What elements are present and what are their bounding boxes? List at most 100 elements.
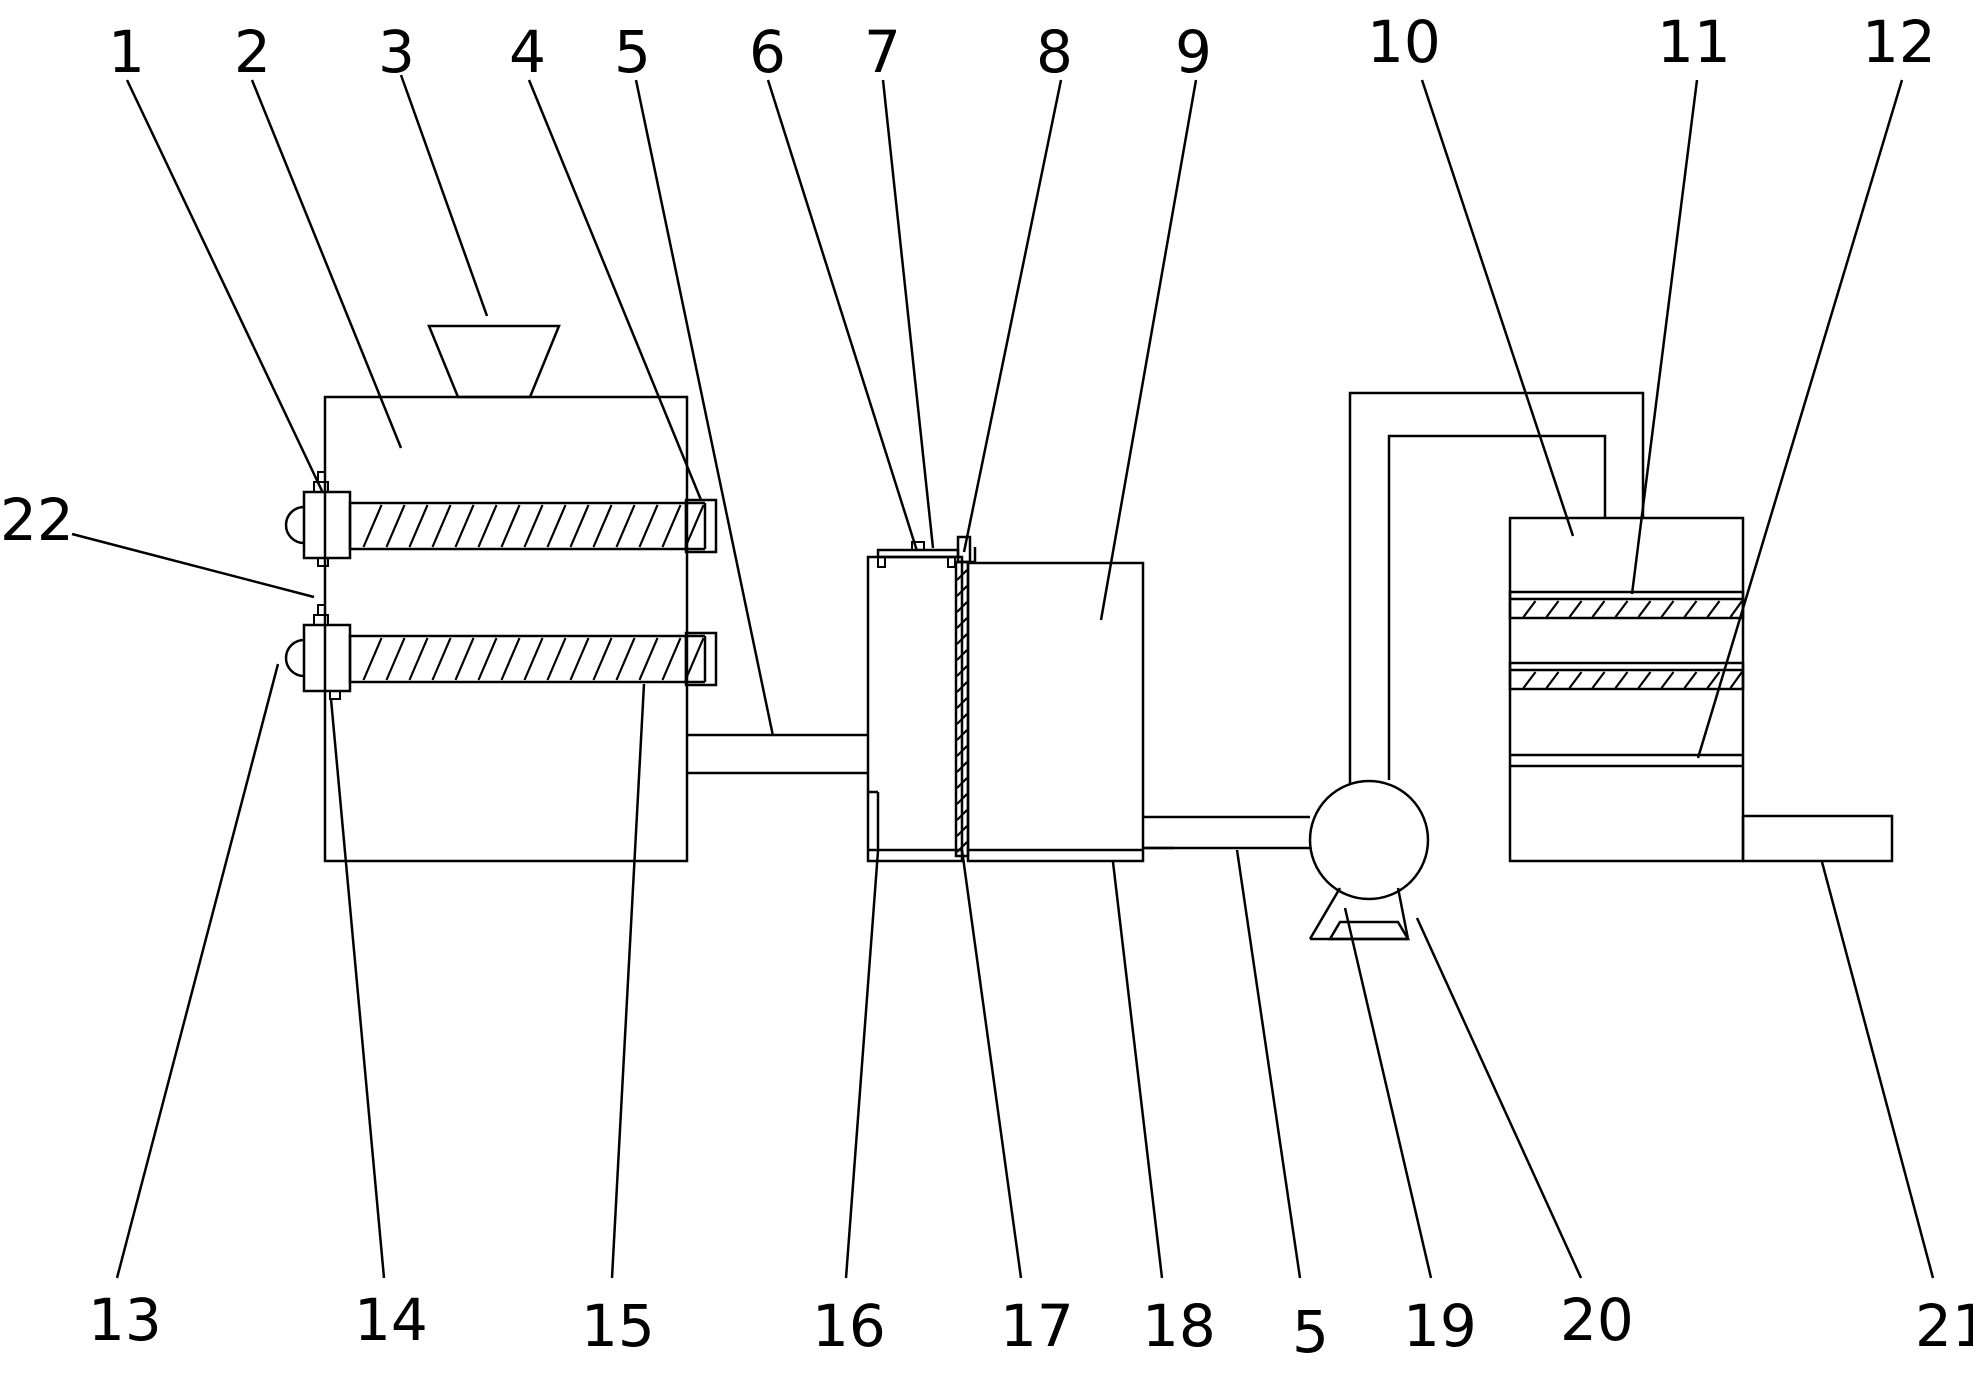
hatch-line: [408, 637, 429, 681]
hatch-line: [385, 637, 406, 681]
label-12: 12: [1862, 8, 1936, 76]
leader-lines: [71, 74, 1935, 1279]
hatch-line: [1706, 600, 1721, 618]
hatch-line: [1637, 600, 1652, 618]
label-22: 22: [0, 486, 74, 554]
screen-hatch-line: [956, 665, 968, 677]
feed-hopper: [427, 324, 561, 399]
hatch-line: [1729, 671, 1743, 689]
hatch-line: [569, 504, 590, 548]
lower-screw-shaft: [348, 631, 718, 687]
label-1: 1: [108, 18, 145, 86]
label-17: 17: [1000, 1292, 1074, 1360]
plate-layer: [1510, 753, 1743, 768]
label-2: 2: [234, 18, 271, 86]
filter-chamber: [866, 555, 964, 863]
hatch-line: [592, 637, 613, 681]
hatch-line: [477, 637, 498, 681]
outlet-pipe: [1741, 814, 1894, 863]
hatch-line: [1637, 671, 1652, 689]
hatch-line: [546, 504, 567, 548]
upper-screw-shaft: [348, 498, 718, 554]
screen-hatch-line: [956, 681, 968, 693]
hatch-line: [477, 504, 498, 548]
screen-hatch-line: [956, 713, 968, 725]
hatch-line: [1729, 600, 1743, 618]
filter-lid: [876, 541, 960, 568]
screen-hatch-line: [956, 777, 968, 789]
screen-hatch-line: [956, 745, 968, 757]
label-16: 16: [812, 1292, 886, 1360]
screen-hatch-line: [956, 601, 968, 613]
filter-layer-lower: [1508, 661, 1745, 691]
hatch-line: [1614, 600, 1629, 618]
hatch-line: [1660, 671, 1675, 689]
label-13: 13: [88, 1286, 162, 1354]
connecting-pipe-1: [687, 733, 868, 775]
screen-hatch-line: [956, 697, 968, 709]
screen-hatch-line: [956, 633, 968, 645]
hatch-line: [592, 504, 613, 548]
screen-hatch-line: [956, 729, 968, 741]
screen-hatch-line: [956, 569, 968, 581]
label-6: 6: [749, 18, 786, 86]
connecting-pipe-2: [1143, 815, 1310, 850]
hatch-line: [362, 504, 383, 548]
label-18: 18: [1142, 1292, 1216, 1360]
pump: [1308, 779, 1430, 941]
hatch-line: [1591, 671, 1606, 689]
hatch-line: [1568, 671, 1583, 689]
hatch-line: [661, 504, 682, 548]
label-numbers: 1 2 3 4 5 6 7 8 9 10 11 12 22 13 14 15 1…: [0, 8, 1973, 1366]
hatch-line: [500, 637, 521, 681]
hatch-line: [615, 504, 636, 548]
screen-hatch-line: [956, 841, 968, 853]
label-11: 11: [1657, 8, 1731, 76]
upper-screw-blades: [362, 504, 705, 548]
label-15: 15: [581, 1292, 655, 1360]
hatch-line: [1614, 671, 1629, 689]
label-3: 3: [378, 18, 415, 86]
hatch-line: [500, 504, 521, 548]
label-4: 4: [509, 18, 546, 86]
lower-screw-blades: [362, 637, 705, 681]
upper-motor: [284, 471, 352, 567]
label-7: 7: [864, 18, 901, 86]
hatch-line: [408, 504, 429, 548]
label-10: 10: [1367, 8, 1441, 76]
label-14: 14: [354, 1286, 428, 1354]
screen-hatch-line: [956, 825, 968, 837]
storage-tank: [966, 561, 1145, 863]
screen-hatch-line: [956, 649, 968, 661]
screen-hatch-line: [956, 617, 968, 629]
hatch-line: [1706, 671, 1721, 689]
hatch-line: [1568, 600, 1583, 618]
hatch-line: [1522, 600, 1537, 618]
hatch-line: [1522, 671, 1537, 689]
hatch-line: [1683, 600, 1698, 618]
label-20: 20: [1560, 1286, 1634, 1354]
hatch-line: [1683, 671, 1698, 689]
hatch-line: [1545, 671, 1560, 689]
filter-layer-upper: [1508, 590, 1745, 620]
hatch-line: [523, 637, 544, 681]
screen-hatch-line: [956, 585, 968, 597]
label-9: 9: [1175, 18, 1212, 86]
crusher-box: [323, 395, 689, 863]
hatch-line: [385, 504, 406, 548]
hatch-line: [615, 637, 636, 681]
label-19: 19: [1403, 1292, 1477, 1360]
hatch-line: [638, 637, 659, 681]
hatch-line: [684, 504, 705, 548]
hatch-line: [684, 637, 705, 681]
hatch-line: [454, 504, 475, 548]
label-21: 21: [1915, 1292, 1973, 1360]
hatch-line: [1591, 600, 1606, 618]
hatch-line: [431, 504, 452, 548]
hatch-line: [454, 637, 475, 681]
label-5-top: 5: [614, 18, 651, 86]
screen-hatch-line: [956, 793, 968, 805]
hatch-line: [569, 637, 590, 681]
lower-motor: [284, 604, 352, 700]
